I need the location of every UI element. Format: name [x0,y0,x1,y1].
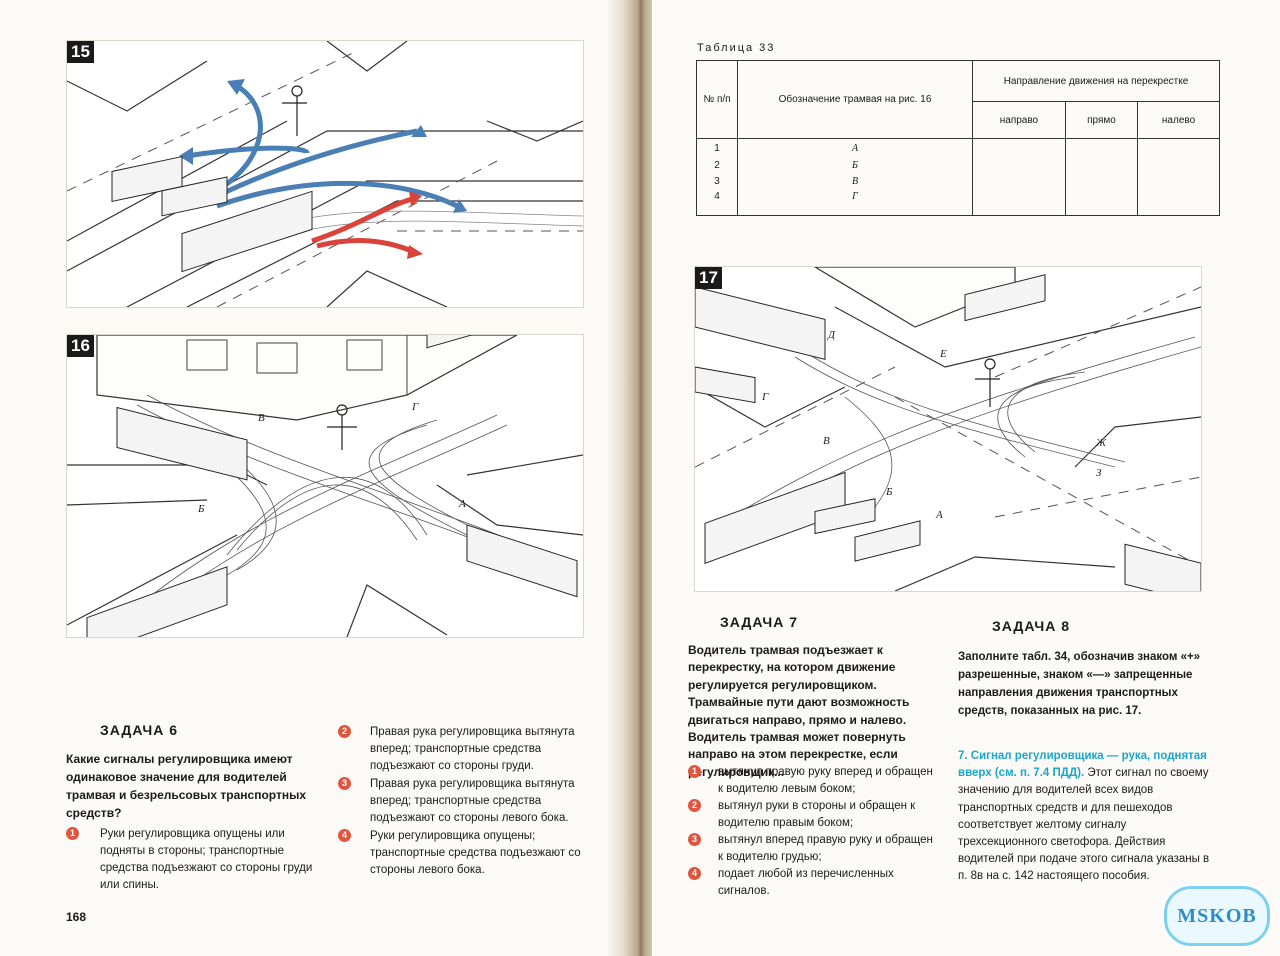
row-number: 2 [696,157,738,173]
figure-15: 15 [66,40,584,308]
col-header-designation: Обозначение трамвая на рис. 16 [737,60,973,139]
row-designation: В [737,173,973,189]
page-number: 168 [66,910,87,924]
vehicle-label-a: А [936,509,943,521]
figure-number: 15 [67,41,94,63]
vehicle-label-d: Д [828,329,835,341]
answer-option: 4 подает любой из перечисленных сигналов… [688,866,938,900]
figure-16: 16 [66,334,584,638]
vehicle-label-b: Б [886,486,893,498]
answer-option: 1 вытянул правую руку вперед и обращен к… [688,764,938,798]
row-number: 1 [696,138,738,157]
right-page: Таблица 33 № п/п Обозначение трамвая на … [652,0,1280,956]
answer-number-badge: 1 [688,765,701,778]
row-designation: Г [737,189,973,216]
answer-text: вытянул вперед правую руку и обращен к в… [718,834,933,863]
left-page: 15 [0,0,628,956]
col-header-left: налево [1137,101,1220,139]
row-number: 3 [696,173,738,189]
note-text: Этот сигнал по своему значению для водит… [958,767,1210,883]
vehicle-label-z: З [1096,467,1102,479]
vehicle-label-zh: Ж [1096,437,1107,449]
row-designation: Б [737,157,973,173]
answer-text: Правая рука регулировщика вытянута впере… [370,726,575,772]
tram-label-a: А [459,498,466,510]
answer-option: 1 Руки регулировщика опущены или подняты… [66,826,320,894]
answer-text: вытянул правую руку вперед и обращен к в… [718,766,933,795]
figure-17-drawing [695,267,1201,591]
figure-number: 17 [695,267,722,289]
cell-straight[interactable] [1064,138,1139,157]
cell-right[interactable] [972,157,1066,173]
row-designation: А [737,138,973,157]
answer-number-badge: 4 [688,867,701,880]
task-6-question: Какие сигналы регулировщика имеют одинак… [66,752,306,820]
table-title: Таблица 33 [697,42,776,54]
answer-text: Правая рука регулировщика вытянута впере… [370,778,575,824]
vehicle-label-e: Е [940,348,947,360]
vehicle-label-g: Г [762,391,769,403]
cell-straight[interactable] [1064,157,1139,173]
figure-15-drawing [67,41,583,307]
task-7-heading: ЗАДАЧА 7 [720,614,799,630]
figure-number: 16 [67,335,94,357]
figure-17: 17 [694,266,1202,592]
vehicle-label-v: В [823,435,830,447]
answer-number-badge: 1 [66,827,79,840]
task-7-question: Водитель трамвая подъезжает к перекрестк… [688,643,910,779]
cell-left[interactable] [1137,173,1220,189]
watermark-logo: MSKOB [1164,886,1270,946]
task-8-text: Заполните табл. 34, обозначив знаком «+»… [958,651,1201,717]
tram-label-b: Б [198,503,205,515]
row-number: 4 [696,189,738,216]
note-7: 7. Сигнал регулировщика — рука, поднятая… [958,748,1214,886]
answer-text: вытянул руки в стороны и обращен к водит… [718,800,916,829]
task-6-heading: ЗАДАЧА 6 [100,722,179,738]
answer-text: подает любой из перечисленных сигналов. [718,868,894,897]
answer-number-badge: 3 [688,833,701,846]
answer-option: 2 Правая рука регулировщика вытянута впе… [338,724,590,775]
col-header-no: № п/п [696,60,738,139]
note-highlight: Сигнал регулировщика — рука, поднятая вв… [958,750,1207,780]
table-row: 4 Г [696,189,1220,216]
tram-label-g: Г [412,401,419,413]
answer-option: 3 вытянул вперед правую руку и обращен к… [688,832,938,866]
answer-number-badge: 2 [338,725,351,738]
cell-left[interactable] [1137,138,1220,157]
col-header-direction: Направление движения на перекрестке [972,60,1220,102]
table-33: № п/п Обозначение трамвая на рис. 16 Нап… [696,60,1220,216]
cell-straight[interactable] [1064,173,1139,189]
cell-left[interactable] [1137,157,1220,173]
table-row: 3 В [696,173,1220,189]
task-8-heading: ЗАДАЧА 8 [992,618,1071,634]
col-header-right: направо [972,101,1066,139]
answer-text: Руки регулировщика опущены или подняты в… [100,828,313,891]
col-header-straight: прямо [1064,101,1139,139]
cell-straight[interactable] [1064,189,1139,216]
answer-option: 4 Руки регулировщика опущены; транспортн… [338,828,590,879]
answer-number-badge: 2 [688,799,701,812]
answer-number-badge: 3 [338,777,351,790]
cell-right[interactable] [972,138,1066,157]
cell-right[interactable] [972,173,1066,189]
note-number: 7. [958,750,968,762]
cell-left[interactable] [1137,189,1220,216]
answer-number-badge: 4 [338,829,351,842]
answer-option: 2 вытянул руки в стороны и обращен к вод… [688,798,938,832]
answer-option: 3 Правая рука регулировщика вытянута впе… [338,776,590,827]
figure-16-drawing [67,335,583,637]
tram-label-v: В [258,412,265,424]
cell-right[interactable] [972,189,1066,216]
table-row: 1 А [696,138,1220,157]
table-row: 2 Б [696,157,1220,173]
answer-text: Руки регулировщика опущены; транспортные… [370,830,581,876]
